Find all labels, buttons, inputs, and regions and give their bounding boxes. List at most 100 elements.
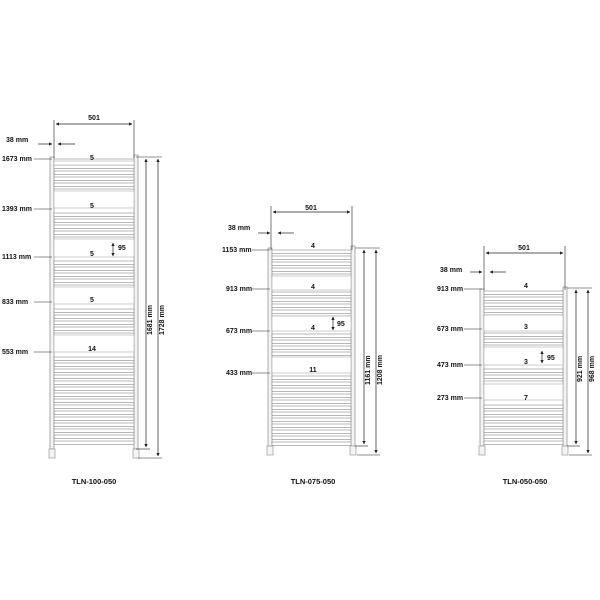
horizontal-rail (483, 422, 564, 427)
horizontal-rail (271, 441, 352, 446)
valve-connector (349, 445, 357, 456)
horizontal-rail (483, 374, 564, 379)
side-tube (49, 156, 55, 450)
horizontal-rail (53, 422, 135, 427)
height-label: 1113 mm (2, 254, 31, 261)
horizontal-rail (271, 429, 352, 434)
gap-count: 4 (524, 283, 528, 290)
radiator-body (266, 245, 357, 456)
spacing-label: 95 (118, 245, 126, 252)
valve-connector (48, 448, 56, 459)
open-gap (53, 160, 135, 166)
horizontal-rail (53, 260, 135, 265)
horizontal-rail (53, 368, 135, 373)
spacing-label: 95 (337, 321, 345, 328)
offset-label: 38 mm (228, 225, 250, 232)
open-gap (483, 383, 564, 401)
horizontal-rail (53, 230, 135, 235)
width-label: 501 (518, 245, 530, 252)
horizontal-rail (53, 176, 135, 181)
horizontal-rail (271, 387, 352, 392)
side-tube (267, 247, 273, 447)
valve-connector (478, 445, 486, 456)
gap-count: 4 (311, 284, 315, 291)
radiator-body (478, 286, 569, 456)
horizontal-rail (53, 362, 135, 367)
spacing-label: 95 (547, 355, 555, 362)
horizontal-rail (271, 435, 352, 440)
horizontal-rail (483, 410, 564, 415)
horizontal-rail (53, 434, 135, 439)
horizontal-rail (53, 386, 135, 391)
open-gap (53, 334, 135, 353)
radiator-diagram-tln-050-050: 501 38 mm 913 mm 673 mm 473 mm 273 mm 4 … (437, 245, 596, 486)
height-label: 913 mm (437, 286, 463, 293)
horizontal-rail (53, 170, 135, 175)
horizontal-rail (53, 218, 135, 223)
horizontal-rail (53, 416, 135, 421)
valve-connector (266, 445, 274, 456)
horizontal-rail (53, 326, 135, 331)
horizontal-rail (53, 224, 135, 229)
gap-count: 5 (90, 203, 94, 210)
horizontal-rail (483, 428, 564, 433)
offset-label: 38 mm (6, 137, 28, 144)
model-label: TLN-075-050 (291, 477, 336, 486)
horizontal-rail (271, 417, 352, 422)
horizontal-rail (483, 296, 564, 301)
gap-count: 7 (524, 395, 528, 402)
radiator-diagram-tln-075-050: 501 38 mm 1153 mm 913 mm 673 mm 433 mm 4… (222, 205, 384, 486)
horizontal-rail (53, 212, 135, 217)
height-label: 673 mm (437, 326, 463, 333)
horizontal-rail (53, 272, 135, 277)
horizontal-rail (53, 278, 135, 283)
height-label: 1153 mm (222, 247, 252, 254)
open-gap (53, 190, 135, 209)
radiator-diagram-tln-100-050: 501 38 mm 1673 mm 1393 mm 1113 mm 833 mm… (2, 115, 166, 486)
horizontal-rail (53, 320, 135, 325)
height-label: 1393 mm (2, 206, 32, 213)
horizontal-rail (483, 308, 564, 313)
horizontal-rail (53, 428, 135, 433)
horizontal-rail (271, 297, 352, 302)
horizontal-rail (53, 374, 135, 379)
horizontal-rail (53, 398, 135, 403)
horizontal-rail (271, 351, 352, 356)
horizontal-rail (271, 381, 352, 386)
open-gap (271, 356, 352, 374)
height-label: 553 mm (2, 349, 28, 356)
horizontal-rail (53, 266, 135, 271)
horizontal-rail (271, 249, 352, 254)
horizontal-rail (271, 267, 352, 272)
horizontal-rail (483, 338, 564, 343)
gap-count: 14 (88, 346, 96, 353)
width-label: 501 (305, 205, 317, 212)
horizontal-rail (271, 333, 352, 338)
gap-count: 5 (90, 251, 94, 258)
model-label: TLN-050-050 (503, 477, 548, 486)
open-gap (483, 314, 564, 332)
horizontal-rail (483, 368, 564, 373)
gap-count: 5 (90, 297, 94, 304)
height-label: 1673 mm (2, 156, 32, 163)
side-tube (133, 154, 139, 450)
total-height-label: 1208 mm (377, 355, 384, 385)
horizontal-rail (271, 411, 352, 416)
side-tube (562, 286, 568, 447)
gap-count: 3 (524, 324, 528, 331)
horizontal-rail (271, 345, 352, 350)
horizontal-rail (483, 440, 564, 445)
inner-height-label: 921 mm (577, 356, 584, 382)
gap-count: 4 (311, 243, 315, 250)
height-label: 473 mm (437, 362, 463, 369)
total-height-label: 1728 mm (159, 305, 166, 335)
horizontal-rail (53, 410, 135, 415)
horizontal-rail (53, 380, 135, 385)
radiator-body (48, 154, 140, 459)
gap-count: 5 (90, 155, 94, 162)
horizontal-rail (271, 291, 352, 296)
open-gap (271, 275, 352, 291)
horizontal-rail (483, 332, 564, 337)
horizontal-rail (271, 399, 352, 404)
